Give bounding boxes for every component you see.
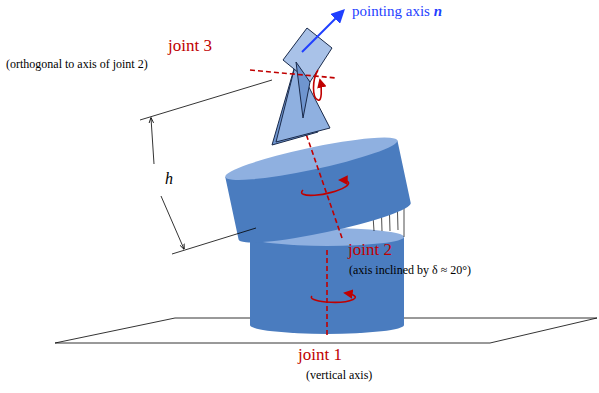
joint3-rotation	[314, 70, 322, 100]
axis-label: pointing axis n	[352, 3, 442, 20]
upper-cylinder	[223, 130, 413, 251]
joint-name: joint 1	[298, 345, 342, 365]
dimension-label: h	[165, 170, 173, 188]
joint1-rotation	[311, 293, 355, 302]
joint1-axis	[326, 250, 328, 335]
joint2-rotation	[302, 180, 349, 195]
joint-note: (vertical axis)	[306, 369, 372, 383]
lower-cylinder	[250, 228, 404, 334]
joint-note: (axis inclined by δ ≈ 20°)	[349, 264, 471, 278]
joint-name: joint 2	[348, 240, 392, 260]
height-dimension	[140, 80, 272, 254]
joint-name: joint 3	[168, 36, 212, 56]
pointing-head	[272, 28, 332, 145]
joint3-axis	[250, 70, 336, 78]
pointing-axis-arrow	[302, 11, 343, 52]
joint-note: (orthogonal to axis of joint 2)	[6, 58, 148, 72]
